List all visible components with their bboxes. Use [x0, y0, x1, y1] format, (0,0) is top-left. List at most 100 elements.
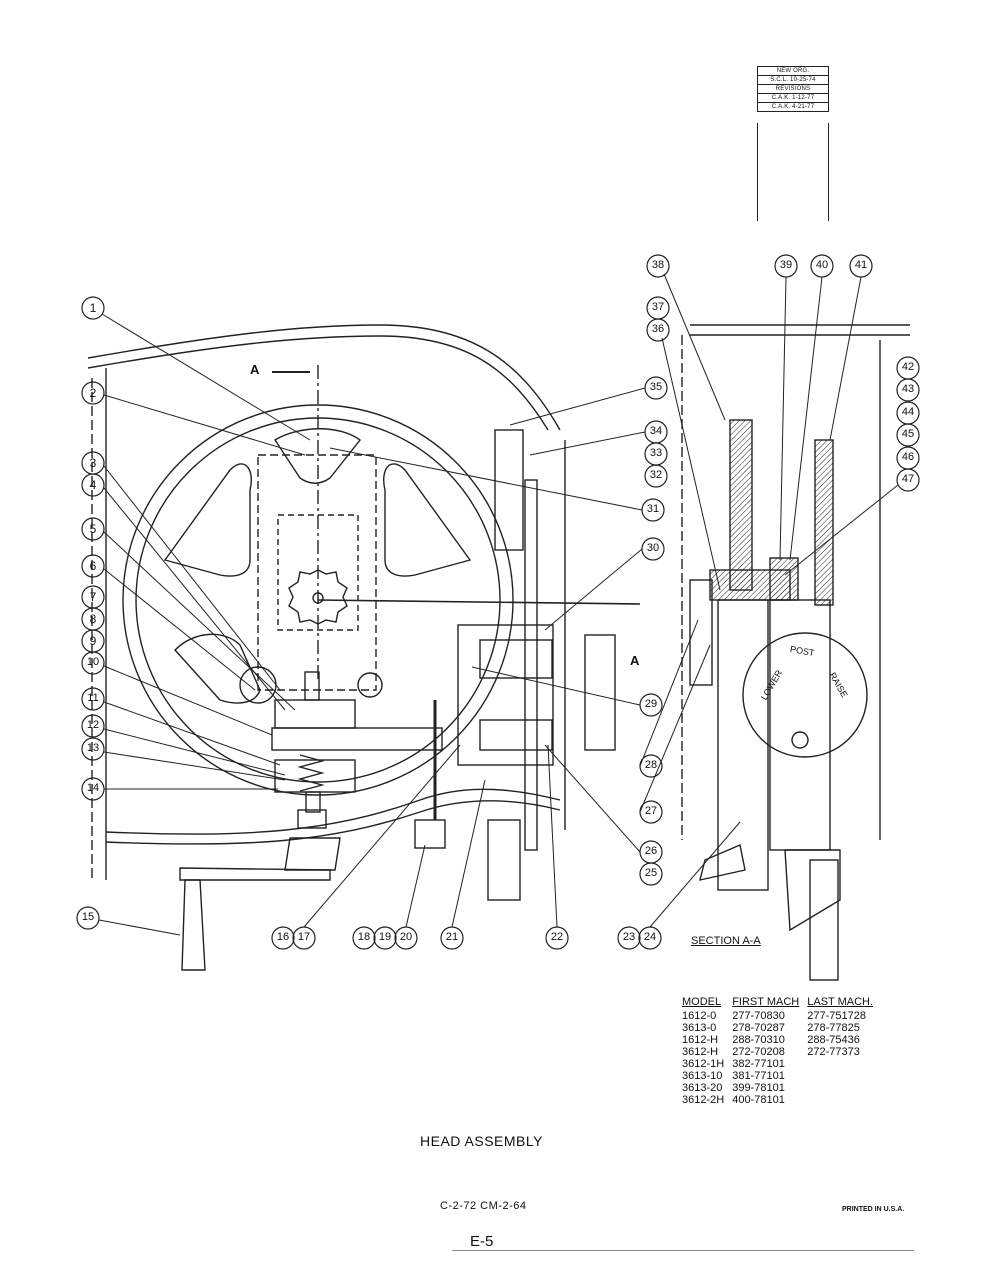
- callout-13-label: 13: [86, 742, 100, 754]
- dial-knob: [791, 731, 809, 749]
- callout-30-label: 30: [646, 542, 660, 554]
- callout-18: [352, 926, 376, 950]
- revision-block-stem: [757, 123, 829, 221]
- col-header-first-mach: FIRST MACH: [732, 996, 800, 1008]
- callout-37-label: 37: [651, 301, 665, 313]
- wheel-spoke-window-1: [163, 463, 252, 577]
- tension-handle-base: [284, 837, 341, 871]
- first-mach-cell: 400-78101: [732, 1094, 785, 1106]
- callout-5: [81, 517, 105, 541]
- section-mark-a-right: A: [630, 653, 640, 668]
- callout-12: [81, 714, 105, 738]
- guide-post-upper: [494, 429, 524, 551]
- frame-bottom-curve: [105, 788, 561, 835]
- lock-handle: [414, 819, 446, 849]
- printed-in-usa: PRINTED IN U.S.A.: [842, 1206, 905, 1213]
- revision-block: NEW ORG. S.C.L. 10-25-74 REVISIONS C.A.K…: [757, 66, 829, 112]
- guide-post-rod: [524, 479, 538, 851]
- frame-bottom-curve-2: [105, 800, 561, 845]
- revision-row: C.A.K. 1-12-77: [758, 94, 828, 103]
- callout-8-label: 8: [89, 612, 97, 626]
- first-mach-cell: 278-70287: [732, 1022, 785, 1034]
- table-row: 3612-1H 382-77101: [682, 1058, 881, 1070]
- callout-37: [646, 296, 670, 320]
- revision-row: NEW ORG.: [758, 67, 828, 76]
- callout-9-label: 9: [89, 634, 97, 648]
- callout-25-label: 25: [644, 867, 658, 879]
- frame-top-curve: [87, 324, 561, 431]
- callout-11: [81, 687, 105, 711]
- revision-row: REVISIONS: [758, 85, 828, 94]
- callout-43-label: 43: [901, 383, 915, 395]
- blade-guide-block-2: [479, 719, 553, 751]
- callout-2: [81, 381, 105, 405]
- callout-15-label: 15: [81, 911, 95, 923]
- callout-35-label: 35: [649, 381, 663, 393]
- model-cell: 3613-0: [682, 1022, 717, 1034]
- blade-guide-block: [479, 639, 553, 679]
- callout-26-label: 26: [644, 845, 658, 857]
- callout-15: [76, 906, 100, 930]
- callout-46-label: 46: [901, 451, 915, 463]
- revision-row: C.A.K. 4-21-77: [758, 103, 828, 112]
- callout-47-label: 47: [901, 473, 915, 485]
- dial-face: [742, 632, 868, 758]
- slide-plate-dashed: [257, 454, 377, 691]
- callout-31-label: 31: [646, 503, 660, 515]
- section-slide: [769, 599, 831, 851]
- model-cell: 1612-0: [682, 1010, 717, 1022]
- col-header-model: MODEL: [682, 996, 722, 1008]
- guide-foot: [487, 819, 521, 901]
- callout-19-label: 19: [378, 931, 392, 943]
- pivot-right: [357, 672, 383, 698]
- model-cell: 3612-2H: [682, 1094, 725, 1106]
- callout-32-label: 32: [649, 469, 663, 481]
- tension-screw-bottom: [305, 791, 321, 813]
- last-mach-cell: [807, 1094, 881, 1106]
- leader-lines: [98, 273, 899, 936]
- callout-22-label: 22: [550, 931, 564, 943]
- wheel-spoke-window-2: [383, 463, 472, 577]
- callout-4: [81, 473, 105, 497]
- callout-24-label: 24: [643, 931, 657, 943]
- page-number: E-5: [470, 1233, 494, 1250]
- drawing-codes: C-2-72 CM-2-64: [440, 1200, 527, 1212]
- model-cell: 3613-20: [682, 1082, 723, 1094]
- col-header-last-mach: LAST MACH.: [807, 996, 874, 1008]
- footer-rule: [452, 1250, 914, 1251]
- section-post-body: [717, 599, 769, 891]
- wheel-spoke-window-3: [174, 633, 261, 704]
- section-right-bracket: [814, 439, 834, 606]
- last-mach-cell: [807, 1082, 881, 1094]
- model-cell: 1612-H: [682, 1034, 719, 1046]
- table-row: 1612-0 277-70830 277-751728: [682, 1010, 881, 1022]
- revision-row: S.C.L. 10-25-74: [758, 76, 828, 85]
- callout-33-label: 33: [649, 447, 663, 459]
- callout-39-label: 39: [779, 259, 793, 271]
- model-cell: 3612-H: [682, 1046, 719, 1058]
- callout-3-label: 3: [89, 456, 97, 470]
- last-mach-cell: 277-751728: [807, 1010, 866, 1022]
- callout-45-label: 45: [901, 428, 915, 440]
- callout-17-label: 17: [297, 931, 311, 943]
- band-wheel-outer: [122, 404, 514, 796]
- model-cell: 3613-10: [682, 1070, 723, 1082]
- callout-43: [896, 378, 920, 402]
- first-mach-cell: 277-70830: [732, 1010, 785, 1022]
- callout-45: [896, 423, 920, 447]
- callout-14-label: 14: [86, 782, 100, 794]
- callout-group: [76, 254, 920, 950]
- callout-29-label: 29: [644, 698, 658, 710]
- section-upper-arm: [729, 419, 753, 591]
- callout-20-label: 20: [399, 931, 413, 943]
- models-table: MODEL FIRST MACH LAST MACH. 1612-0 277-7…: [682, 996, 881, 1106]
- callout-6-label: 6: [89, 559, 97, 573]
- callout-27-label: 27: [644, 805, 658, 817]
- wheel-spoke-window-4: [274, 428, 361, 484]
- callout-42-label: 42: [901, 361, 915, 373]
- callout-38-label: 38: [651, 259, 665, 271]
- callout-23: [617, 926, 641, 950]
- callout-23-label: 23: [622, 931, 636, 943]
- section-guide-arm: [784, 849, 841, 932]
